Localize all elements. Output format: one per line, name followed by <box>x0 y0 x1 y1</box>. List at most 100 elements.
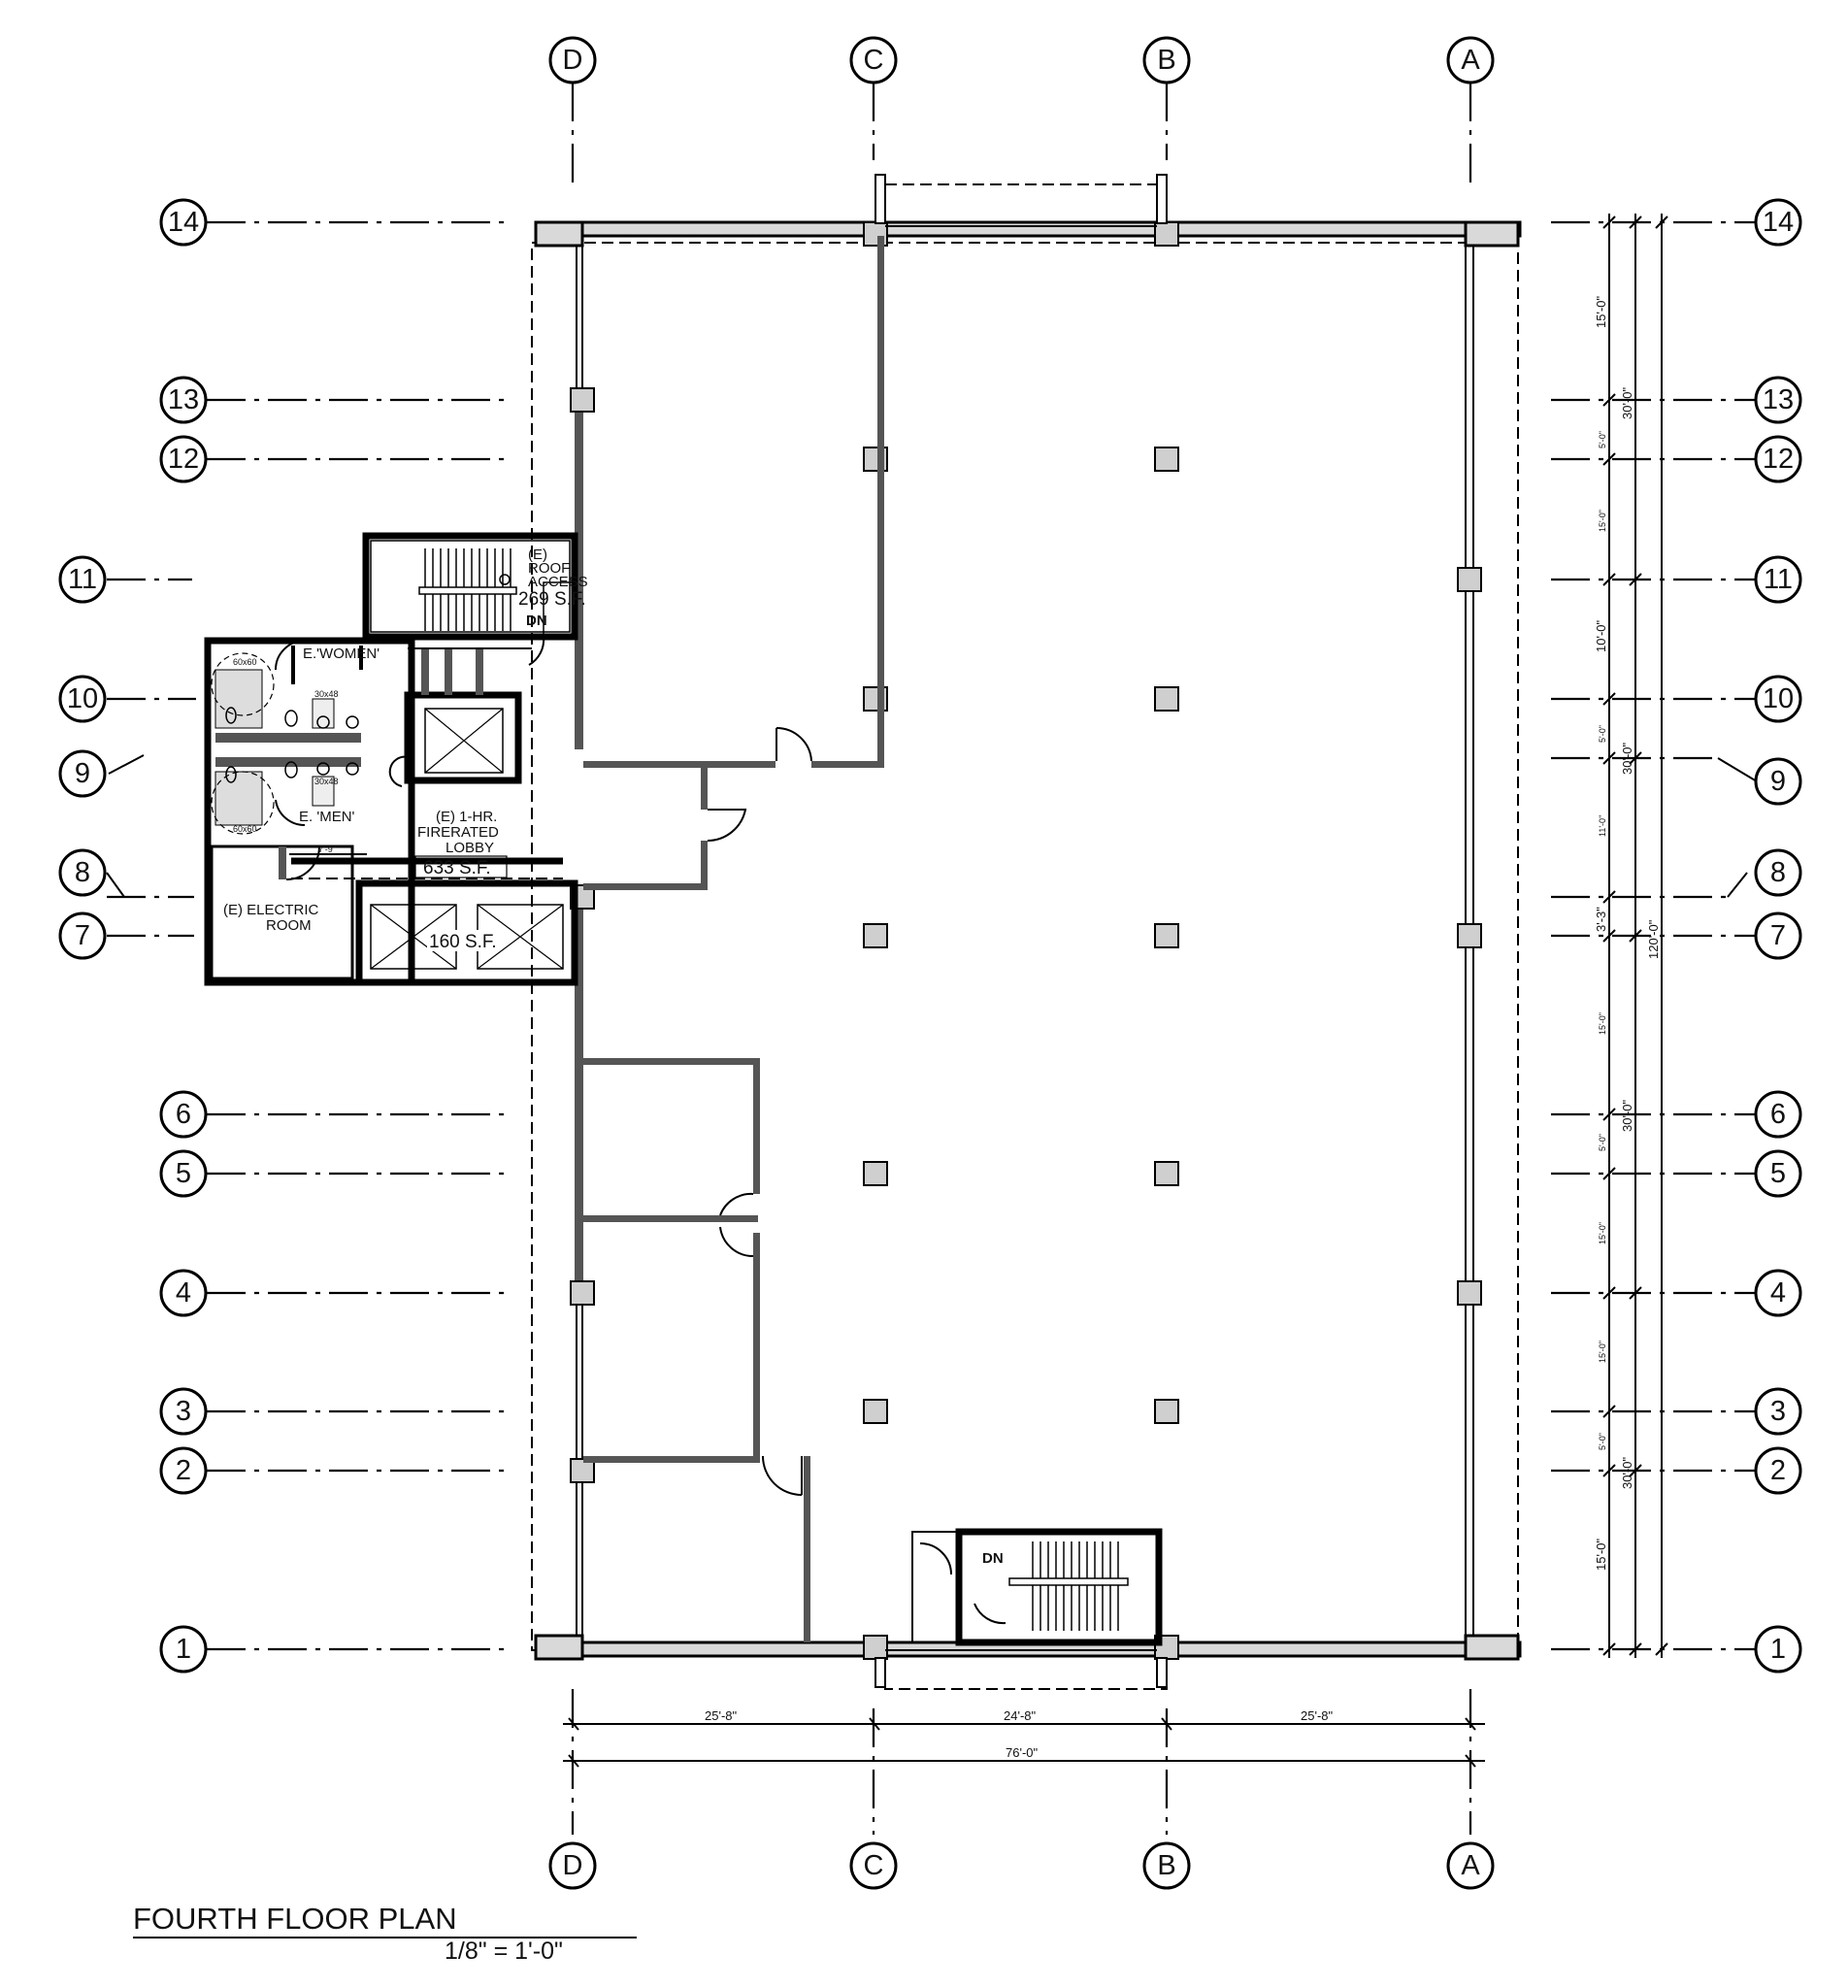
grid-bubble-row-3-left: 3 <box>159 1387 208 1436</box>
svg-text:6: 6 <box>176 1099 191 1130</box>
grid-bubble-col-b-bottom: B <box>1142 1841 1191 1890</box>
dim-6-5: 5'-0" <box>1598 1134 1607 1151</box>
roof-access-area: 269 S.F. <box>518 589 586 610</box>
dim-9-8: 11'-0" <box>1598 815 1607 837</box>
fixture-label-3: 30x48 <box>314 777 339 786</box>
dim-group-2: 30'-0" <box>1620 742 1634 775</box>
dim-group-1: 30'-0" <box>1620 386 1634 419</box>
svg-text:D: D <box>563 1850 583 1881</box>
grid-bubble-row-11-left: 11 <box>58 555 107 604</box>
grid-bubble-row-14-right: 14 <box>1754 198 1802 247</box>
grid-bubble-row-7-left: 7 <box>58 911 107 960</box>
grid-bubble-row-14-left: 14 <box>159 198 208 247</box>
dim-12-11: 15'-0" <box>1598 510 1607 532</box>
svg-text:6: 6 <box>1770 1099 1786 1130</box>
svg-text:12: 12 <box>168 444 199 475</box>
electric-room-label-1: (E) ELECTRIC <box>223 902 319 918</box>
grid-bubble-row-10-right: 10 <box>1754 675 1802 723</box>
svg-text:4: 4 <box>176 1277 191 1309</box>
dim-b-to-a: 25'-8" <box>1301 1708 1334 1723</box>
grid-bubble-row-12-right: 12 <box>1754 435 1802 483</box>
svg-text:B: B <box>1157 45 1175 76</box>
svg-text:10: 10 <box>67 683 98 714</box>
dim-group-3: 30'-0" <box>1620 1099 1634 1132</box>
grid-bubble-row-3-right: 3 <box>1754 1387 1802 1436</box>
svg-text:5: 5 <box>176 1158 191 1189</box>
svg-text:1: 1 <box>176 1634 191 1665</box>
svg-text:A: A <box>1461 1850 1480 1881</box>
grid-bubble-row-10-left: 10 <box>58 675 107 723</box>
dim-5-4: 15'-0" <box>1598 1222 1607 1244</box>
drawing-scale: 1/8" = 1'-0" <box>445 1938 563 1965</box>
svg-text:C: C <box>864 1850 884 1881</box>
roof-access-label-1: (E) <box>528 547 547 563</box>
svg-text:9: 9 <box>1770 766 1786 797</box>
svg-text:C: C <box>864 45 884 76</box>
lobby-area: 633 S.F. <box>423 858 491 878</box>
grid-bubble-row-4-left: 4 <box>159 1269 208 1317</box>
svg-text:7: 7 <box>1770 920 1786 951</box>
structural-columns <box>570 387 1482 1483</box>
grid-bubble-col-b-top: B <box>1142 36 1191 84</box>
grid-bubble-row-1-right: 1 <box>1754 1625 1802 1673</box>
grid-bubble-row-6-left: 6 <box>159 1090 208 1139</box>
grid-bubble-row-4-right: 4 <box>1754 1269 1802 1317</box>
grid-bubble-row-8-left: 8 <box>58 848 107 897</box>
grid-bubble-col-d-bottom: D <box>548 1841 597 1890</box>
grid-bubble-col-d-top: D <box>548 36 597 84</box>
svg-text:2: 2 <box>176 1455 191 1486</box>
dim-2-1: 15'-0" <box>1594 1538 1608 1571</box>
roof-access-label-2: ROOF <box>528 560 570 577</box>
dim-11-10: 10'-0" <box>1594 619 1608 652</box>
women-restroom-label: E.'WOMEN' <box>303 646 380 662</box>
dim-7-6: 15'-0" <box>1598 1012 1607 1035</box>
electric-room-label-2: ROOM <box>266 917 312 934</box>
grid-bubble-col-a-top: A <box>1446 36 1495 84</box>
roof-access-dn: DN <box>526 613 547 629</box>
lobby-label-3: LOBBY <box>446 840 494 856</box>
fixture-label-2: 30x48 <box>314 689 339 699</box>
dim-d-to-c: 25'-8" <box>705 1708 738 1723</box>
svg-text:13: 13 <box>1763 384 1794 415</box>
svg-text:8: 8 <box>75 857 90 888</box>
lobby-label-2: FIRERATED <box>417 824 499 841</box>
svg-text:B: B <box>1157 1850 1175 1881</box>
dim-14-13: 15'-0" <box>1594 295 1608 328</box>
dim-13-12: 5'-0" <box>1598 431 1607 448</box>
grid-bubble-col-a-bottom: A <box>1446 1841 1495 1890</box>
right-dimensions: 15'-0" 5'-0" 15'-0" 10'-0" 5'-0" 11'-0" … <box>1594 214 1668 1658</box>
grid-bubble-row-7-right: 7 <box>1754 911 1802 960</box>
svg-text:1: 1 <box>1770 1634 1786 1665</box>
svg-text:2: 2 <box>1770 1455 1786 1486</box>
grid-bubble-row-6-right: 6 <box>1754 1090 1802 1139</box>
grid-bubble-row-1-left: 1 <box>159 1625 208 1673</box>
grid-bubble-row-11-right: 11 <box>1754 555 1802 604</box>
lobby-dimension: 7'-9" <box>318 845 336 854</box>
bottom-dimensions: 25'-8" 24'-8" 25'-8" 76'-0" <box>563 1708 1485 1768</box>
drawing-title-block: FOURTH FLOOR PLAN 1/8" = 1'-0" <box>133 1902 637 1965</box>
dim-3-2: 5'-0" <box>1598 1433 1607 1450</box>
svg-text:A: A <box>1461 45 1480 76</box>
svg-text:12: 12 <box>1763 444 1794 475</box>
grid-column-bubbles: D C B A D C B A <box>548 36 1495 1890</box>
dim-overall-length: 120'-0" <box>1646 919 1661 959</box>
dim-overall-width: 76'-0" <box>1006 1745 1039 1760</box>
svg-text:11: 11 <box>68 564 97 595</box>
grid-bubble-row-9-left: 9 <box>58 749 107 798</box>
dim-group-4: 30'-0" <box>1620 1456 1634 1489</box>
dim-4-3: 15'-0" <box>1598 1341 1607 1363</box>
grid-bubble-row-9-right: 9 <box>1754 757 1802 806</box>
interior-partitions <box>583 236 884 1642</box>
grid-bubble-row-12-left: 12 <box>159 435 208 483</box>
elevator-area-label: 160 S.F. <box>429 932 497 952</box>
grid-bubble-row-5-right: 5 <box>1754 1149 1802 1198</box>
grid-bubble-row-13-right: 13 <box>1754 376 1802 424</box>
men-restroom-label: E. 'MEN' <box>299 809 355 825</box>
svg-text:5: 5 <box>1770 1158 1786 1189</box>
dim-c-to-b: 24'-8" <box>1004 1708 1037 1723</box>
grid-bubble-row-13-left: 13 <box>159 376 208 424</box>
dim-8-7: 3'-3" <box>1594 907 1608 932</box>
svg-text:3: 3 <box>176 1396 191 1427</box>
grid-bubble-col-c-bottom: C <box>849 1841 898 1890</box>
